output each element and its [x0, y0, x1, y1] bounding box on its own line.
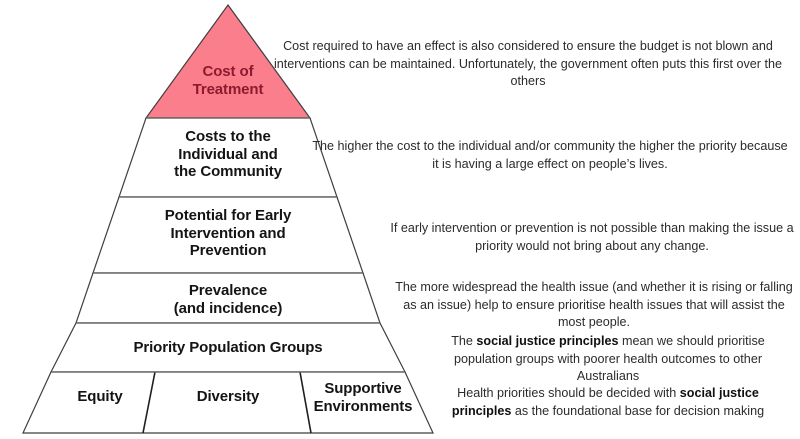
description-prevalence: The more widespread the health issue (an…: [395, 280, 793, 330]
tier-line: the Community: [174, 163, 282, 181]
tier-line: Individual and: [178, 145, 278, 163]
description-potential-early-intervention: If early intervention or prevention is n…: [390, 221, 794, 253]
tier-line: (and incidence): [173, 299, 283, 317]
pyramid-tier-label-priority-population-groups: Priority Population Groups: [94, 339, 362, 357]
pyramid-base-cell-equity[interactable]: Equity: [46, 388, 154, 406]
tier-line: Priority Population Groups: [133, 339, 323, 356]
base-cell-line: Diversity: [196, 388, 260, 405]
base-cell-divider-2: [299, 371, 312, 434]
tier-line: Prevalence: [188, 282, 268, 299]
base-cell-line: Supportive: [324, 380, 402, 397]
pyramid-tier-label-costs-to-individual-community: Costs to the Individual and the Communit…: [138, 128, 318, 181]
base-cell-line: Environments: [313, 397, 413, 415]
description-base-social-justice: Health priorities should be decided with…: [451, 386, 765, 418]
description-priority-population-groups: The social justice principles mean we sh…: [451, 334, 765, 384]
pyramid-base-cell-diversity[interactable]: Diversity: [168, 388, 288, 406]
pyramid-base-cell-supportive-environments[interactable]: Supportive Environments: [304, 380, 422, 415]
pyramid-tier-label-prevalence: Prevalence (and incidence): [124, 282, 332, 317]
base-cell-divider-1: [142, 371, 156, 434]
tier-line: Treatment: [192, 80, 264, 98]
description-cost-of-treatment: Cost required to have an effect is also …: [274, 39, 782, 89]
pyramid-tier-label-potential-early-intervention: Potential for Early Intervention and Pre…: [125, 207, 331, 260]
base-cell-line: Equity: [77, 388, 123, 405]
tier-line: Potential for Early: [164, 207, 292, 224]
tier-line: Prevention: [189, 242, 267, 260]
pyramid-tier-label-cost-of-treatment: Cost of Treatment: [158, 63, 298, 98]
tier-line: Cost of: [202, 63, 254, 80]
tier-line: Intervention and: [170, 224, 286, 242]
description-costs-to-individual-community: The higher the cost to the individual an…: [312, 139, 788, 171]
tier-line: Costs to the: [185, 128, 271, 145]
